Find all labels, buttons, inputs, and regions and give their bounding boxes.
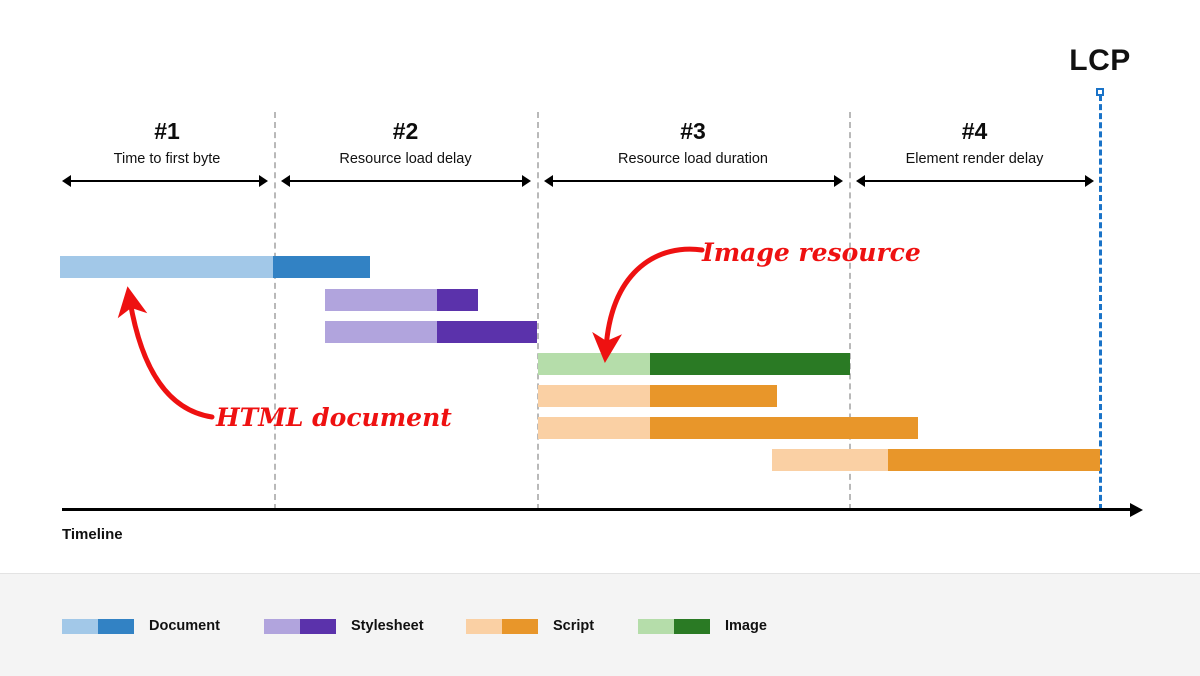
phase-number: #4 bbox=[961, 118, 988, 144]
waterfall-bar-script-1 bbox=[538, 385, 777, 407]
image-resource-annotation-arrow-icon bbox=[592, 246, 705, 363]
bar-segment-download bbox=[437, 289, 478, 311]
arrow-head-right-icon bbox=[1085, 175, 1094, 187]
diagram-canvas: LCP #1 Time to first byte #2 Resource lo… bbox=[60, 44, 1143, 543]
timeline-axis-line bbox=[62, 508, 1132, 511]
annotation-image-resource: Image resource bbox=[702, 238, 921, 267]
waterfall-bar-stylesheet-1 bbox=[325, 289, 478, 311]
arrow-head-right-icon bbox=[259, 175, 268, 187]
legend-swatch-document bbox=[62, 618, 134, 634]
arrow-shaft bbox=[69, 180, 261, 182]
arrow-head-left-icon bbox=[544, 175, 553, 187]
bar-segment-wait bbox=[538, 385, 650, 407]
legend-label: Stylesheet bbox=[351, 618, 424, 634]
arrow-head-left-icon bbox=[856, 175, 865, 187]
phase-span-arrow-1 bbox=[62, 175, 268, 187]
waterfall-bar-script-2 bbox=[538, 417, 918, 439]
legend: Document Stylesheet Script Image bbox=[0, 612, 1200, 640]
bar-segment-download bbox=[437, 321, 537, 343]
arrow-shaft bbox=[288, 180, 524, 182]
waterfall-bar-image bbox=[538, 353, 850, 375]
legend-label: Image bbox=[725, 618, 767, 634]
bar-segment-wait bbox=[538, 417, 650, 439]
phase-label-1: #1 Time to first byte bbox=[60, 118, 274, 169]
phase-number: #3 bbox=[680, 118, 706, 144]
arrow-head-right-icon bbox=[522, 175, 531, 187]
bar-segment-download bbox=[650, 385, 777, 407]
timeline-axis-arrow-icon bbox=[1130, 503, 1143, 517]
phase-name: Resource load duration bbox=[618, 151, 768, 167]
waterfall-bar-stylesheet-2 bbox=[325, 321, 537, 343]
timeline-axis-label: Timeline bbox=[62, 526, 123, 543]
legend-item-image: Image bbox=[638, 612, 767, 640]
bar-segment-download bbox=[273, 256, 370, 278]
lcp-vertical-line bbox=[1099, 95, 1102, 510]
legend-swatch-image bbox=[638, 618, 710, 634]
annotation-html-document: HTML document bbox=[216, 403, 452, 432]
phase-span-arrow-2 bbox=[281, 175, 531, 187]
phase-name: Resource load delay bbox=[339, 151, 472, 167]
phase-span-arrow-4 bbox=[856, 175, 1094, 187]
legend-item-stylesheet: Stylesheet bbox=[264, 612, 424, 640]
legend-item-script: Script bbox=[466, 612, 594, 640]
legend-swatch-script bbox=[466, 618, 538, 634]
legend-swatch-stylesheet bbox=[264, 618, 336, 634]
legend-label: Document bbox=[149, 618, 220, 634]
phase-divider-2 bbox=[537, 112, 539, 510]
bar-segment-wait bbox=[325, 289, 437, 311]
bar-segment-wait bbox=[60, 256, 273, 278]
phase-label-2: #2 Resource load delay bbox=[274, 118, 537, 169]
phase-name: Element render delay bbox=[905, 151, 1044, 167]
legend-label: Script bbox=[553, 618, 595, 634]
waterfall-bar-script-3 bbox=[772, 449, 1100, 471]
arrow-shaft bbox=[551, 180, 836, 182]
bar-segment-wait bbox=[325, 321, 437, 343]
phase-divider-1 bbox=[274, 112, 276, 510]
phase-number: #2 bbox=[392, 118, 419, 144]
phase-name: Time to first byte bbox=[113, 151, 221, 167]
arrow-head-right-icon bbox=[834, 175, 843, 187]
bar-segment-download bbox=[888, 449, 1100, 471]
phase-number: #1 bbox=[154, 118, 180, 144]
legend-strip bbox=[0, 573, 1200, 676]
legend-item-document: Document bbox=[62, 612, 220, 640]
phase-span-arrow-3 bbox=[544, 175, 843, 187]
phase-label-3: #3 Resource load duration bbox=[537, 118, 849, 169]
arrow-shaft bbox=[863, 180, 1087, 182]
waterfall-bar-document bbox=[60, 256, 370, 278]
lcp-label: LCP bbox=[1069, 44, 1131, 77]
bar-segment-wait bbox=[538, 353, 650, 375]
arrow-head-left-icon bbox=[62, 175, 71, 187]
html-document-annotation-arrow-icon bbox=[117, 286, 215, 420]
phase-label-4: #4 Element render delay bbox=[849, 118, 1100, 169]
bar-segment-download bbox=[650, 417, 918, 439]
arrow-head-left-icon bbox=[281, 175, 290, 187]
bar-segment-download bbox=[650, 353, 850, 375]
phase-divider-3 bbox=[849, 112, 851, 510]
bar-segment-wait bbox=[772, 449, 888, 471]
